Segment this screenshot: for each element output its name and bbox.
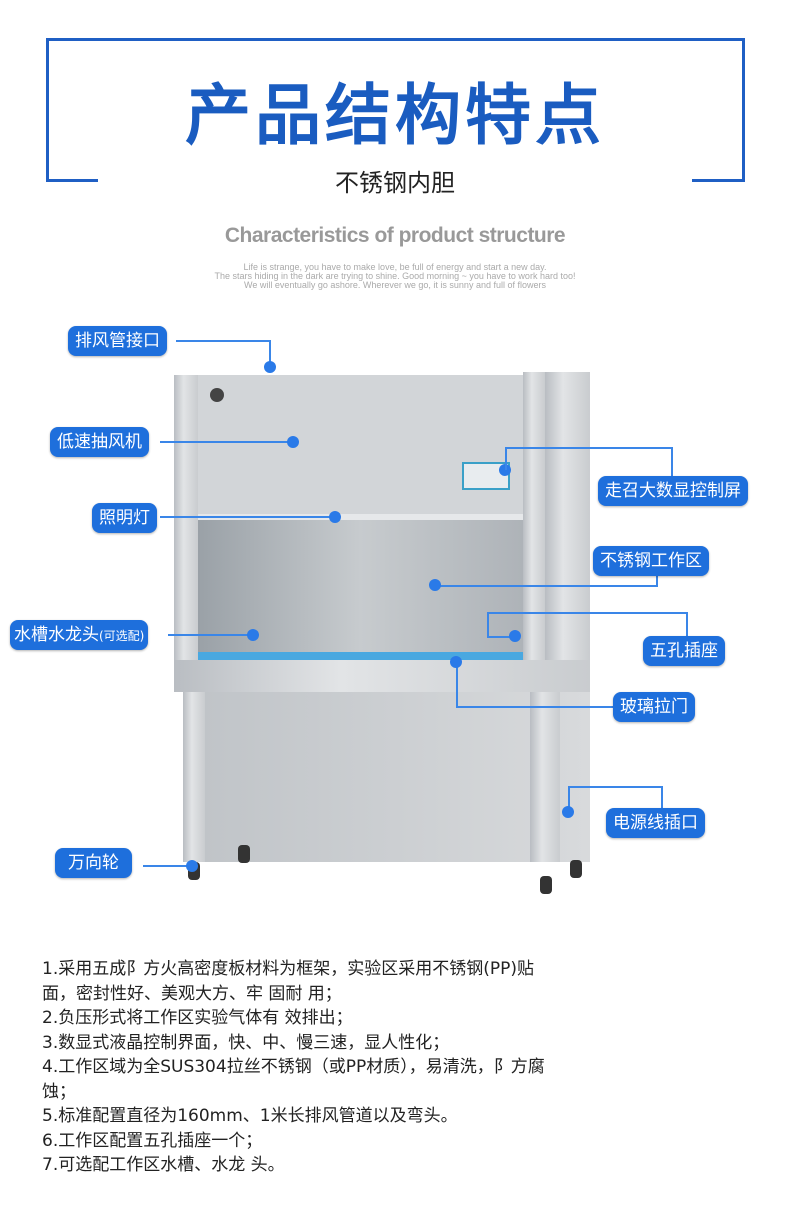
callout-dot bbox=[429, 579, 441, 591]
label-control-screen: 走召大数显控制屏 bbox=[598, 476, 748, 506]
feature-item: 7.可选配工作区水槽、水龙 头。 bbox=[42, 1155, 285, 1175]
feature-list: 1.采用五成阝方火高密度板材料为框架，实验区采用不锈钢(PP)贴面，密封性好、美… bbox=[42, 957, 552, 1178]
feature-item: 5.标准配置直径为160mm、1米长排风管道以及弯头。 bbox=[42, 1106, 458, 1126]
label-fan: 低速抽风机 bbox=[50, 427, 149, 457]
tagline-1: Life is strange, you have to make love, … bbox=[243, 262, 547, 272]
callout-dot bbox=[287, 436, 299, 448]
label-light: 照明灯 bbox=[92, 503, 157, 533]
label-socket: 五孔插座 bbox=[643, 636, 725, 666]
callout-dot bbox=[186, 860, 198, 872]
callout-dot bbox=[499, 464, 511, 476]
feature-item: 1.采用五成阝方火高密度板材料为框架，实验区采用不锈钢(PP)贴面，密封性好、美… bbox=[42, 959, 534, 1004]
label-power-port: 电源线插口 bbox=[606, 808, 705, 838]
label-sink-optional: (可选配) bbox=[99, 629, 145, 643]
frame-right bbox=[742, 38, 745, 182]
callout-dot bbox=[264, 361, 276, 373]
caster-icon bbox=[570, 860, 582, 878]
label-exhaust-port: 排风管接口 bbox=[68, 326, 167, 356]
callout-dot bbox=[450, 656, 462, 668]
callout-dot bbox=[562, 806, 574, 818]
feature-item: 3.数显式液晶控制界面，快、中、慢三速，显人性化； bbox=[42, 1032, 450, 1053]
caster-icon bbox=[238, 845, 250, 863]
feature-item: 2.负压形式将工作区实验气体有 效排出； bbox=[42, 1008, 353, 1028]
label-work-area: 不锈钢工作区 bbox=[593, 546, 709, 576]
page-title: 产品结构特点 bbox=[185, 76, 605, 154]
callout-dot bbox=[247, 629, 259, 641]
callout-dot bbox=[509, 630, 521, 642]
label-sink-text: 水槽水龙头 bbox=[14, 625, 99, 645]
label-glass-door: 玻璃拉门 bbox=[613, 692, 695, 722]
label-caster: 万向轮 bbox=[55, 848, 132, 878]
feature-item: 4.工作区域为全SUS304拉丝不锈钢（或PP材质），易清洗，阝方腐蚀； bbox=[42, 1057, 545, 1102]
caster-icon bbox=[540, 876, 552, 894]
page-subtitle: 不锈钢内胆 bbox=[335, 169, 455, 197]
callout-dot bbox=[329, 511, 341, 523]
frame-top bbox=[46, 38, 745, 41]
feature-item: 6.工作区配置五孔插座一个； bbox=[42, 1130, 263, 1151]
logo-icon bbox=[210, 388, 224, 402]
english-title: Characteristics of product structure bbox=[224, 224, 566, 247]
tagline-2: The stars hiding in the dark are trying … bbox=[214, 271, 576, 281]
tagline-3: We will eventually go ashore. Wherever w… bbox=[244, 280, 546, 290]
frame-bottom-right bbox=[692, 179, 745, 182]
label-sink: 水槽水龙头(可选配) bbox=[10, 620, 149, 650]
frame-bottom-left bbox=[46, 179, 98, 182]
frame-left bbox=[46, 38, 49, 182]
